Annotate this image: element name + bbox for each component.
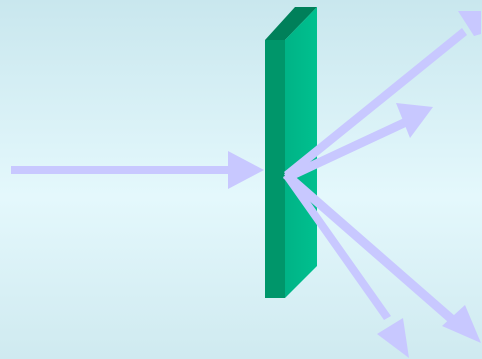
incident-arrow — [11, 151, 264, 189]
glass-slab — [265, 7, 317, 298]
slab-top-face — [265, 7, 317, 40]
scattered-arrow-down — [283, 173, 409, 358]
slab-side-face — [285, 7, 317, 298]
scattered-arrow-lower-right — [283, 172, 481, 343]
scattered-arrow-upper-right — [284, 11, 481, 179]
slab-front-face — [265, 40, 285, 298]
scattered-arrow-right — [284, 103, 433, 182]
